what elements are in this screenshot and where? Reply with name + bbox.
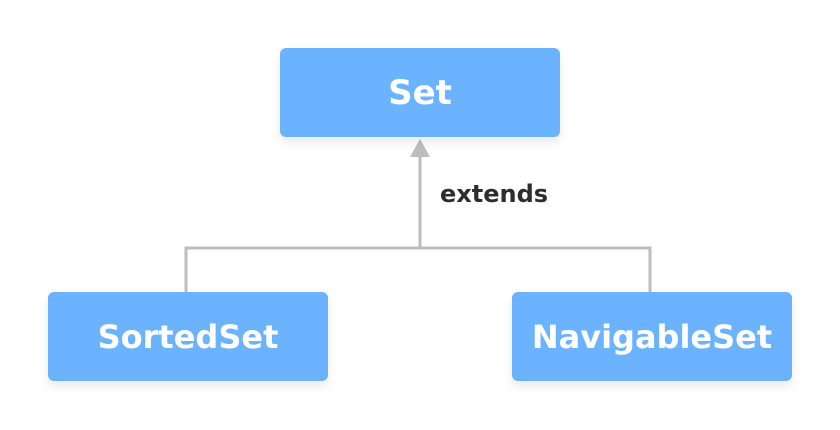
- node-set: Set: [280, 48, 560, 137]
- node-sortedset: SortedSet: [48, 292, 328, 381]
- node-navigableset: NavigableSet: [512, 292, 792, 381]
- arrow-head: [410, 139, 430, 157]
- extends-label: extends: [440, 180, 549, 208]
